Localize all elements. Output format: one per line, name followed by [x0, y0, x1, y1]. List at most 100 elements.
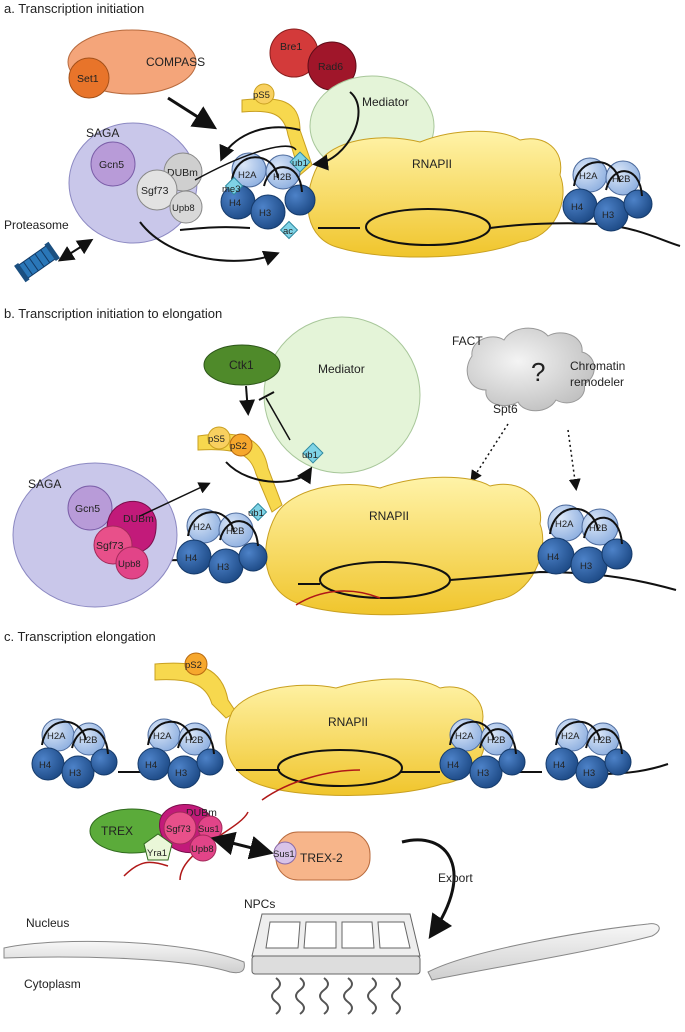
npc-ring [251, 955, 421, 975]
ps5-label-b: pS5 [208, 434, 225, 445]
dna-wrap-a2 [573, 161, 643, 197]
set1-label: Set1 [77, 73, 99, 85]
upb8-subunit-a [169, 190, 203, 224]
h2b-label-a1: H2B [273, 172, 291, 183]
h3-core-c4 [575, 755, 609, 789]
ps5-mark-a [253, 83, 275, 105]
dna-wrap-c4 [555, 720, 623, 755]
h2b-label-c4: H2B [593, 735, 611, 746]
ctd-tail-a [241, 98, 313, 176]
dna-wrap-c3 [449, 720, 517, 755]
ps2-label-c: pS2 [185, 660, 202, 671]
mediator-label-a: Mediator [362, 95, 409, 109]
remodeler-dashed-arrow-1 [470, 423, 509, 483]
h3-label-c1: H3 [69, 768, 81, 779]
h3-label-a1: H3 [259, 208, 271, 219]
h4-label-c2: H4 [145, 760, 157, 771]
nucleosome-c1: H2A H2B H4 H3 [31, 718, 118, 789]
h3-core-c1b [90, 748, 118, 776]
rnapii-label-a: RNAPII [412, 157, 452, 171]
npc-pore [251, 913, 421, 1015]
proteasome-label: Proteasome [4, 218, 69, 232]
proteasome-icon [14, 241, 60, 283]
gcn5-label-b: Gcn5 [75, 503, 100, 515]
compass-label: COMPASS [146, 55, 205, 69]
h4-label-c1: H4 [39, 760, 51, 771]
h2b-label-b2: H2B [589, 523, 607, 534]
ub1-mark-b-nuc [248, 502, 268, 522]
ps5-mark-b [207, 426, 231, 450]
ps2-mark-b [229, 433, 253, 457]
yra1-adaptor [143, 833, 173, 861]
h3-core-b1b [238, 542, 268, 572]
h2a-label-b1: H2A [193, 522, 212, 533]
h2a-label-c4: H2A [561, 731, 580, 742]
h3-core-b2b [601, 538, 633, 570]
dna-wrap-c1 [41, 720, 109, 755]
h2b-label-c3: H2B [487, 735, 505, 746]
compass-to-h3-arrow [167, 96, 218, 130]
npc-channel-3 [341, 921, 375, 949]
ps5-label-a: pS5 [253, 90, 270, 101]
npc-filament-6 [391, 977, 401, 1015]
ctk1-to-ps2-arrow [239, 385, 256, 416]
nascent-rna-trex [123, 861, 169, 877]
remodeler-dashed-arrow-2 [567, 429, 581, 491]
yra1-label: Yra1 [147, 848, 167, 859]
ub1-inhibit-ctk1 [265, 397, 291, 441]
bre1-label: Bre1 [280, 41, 302, 53]
panel-a-title: a. Transcription initiation [4, 1, 144, 16]
dubm-label-a: DUBm [167, 167, 198, 179]
upb8-label-a: Upb8 [172, 203, 195, 214]
upb8-subunit-b [115, 546, 149, 580]
npc-filament-3 [319, 977, 329, 1015]
npc-filament-5 [367, 977, 377, 1015]
h3-core-c2 [167, 755, 201, 789]
h2a-label-b2: H2A [555, 519, 574, 530]
nucleosome-c2: H2A H2B H4 H3 [137, 718, 224, 789]
h4-label-b2: H4 [547, 552, 559, 563]
rad6-label: Rad6 [318, 61, 343, 73]
dubm-to-ub1-inhibit [194, 145, 297, 181]
nucleosome-b-right: H2A H2B H4 H3 [537, 504, 633, 584]
h4-label-c3: H4 [447, 760, 459, 771]
transcription-bubble-c [277, 749, 403, 787]
ub1-label-b-top: ub1 [302, 450, 318, 461]
rnapii-polymerase-c [225, 678, 486, 796]
nucleosome-b-left: H2A H2B H4 H3 ub1 [176, 502, 268, 584]
h3-label-c3: H3 [477, 768, 489, 779]
ps2-mark-c [184, 652, 208, 676]
gcn5-subunit-a [90, 141, 136, 187]
me3-mark-a [224, 176, 244, 196]
panel-b: b. Transcription initiation to elongatio… [4, 306, 677, 616]
h3-core-a2b [623, 189, 653, 219]
nuclear-envelope-left [3, 940, 245, 974]
me3-label-a: me3 [222, 184, 240, 195]
nascent-rna-b [295, 590, 381, 606]
h3-label-b1: H3 [217, 562, 229, 573]
nuclear-envelope-right [427, 923, 660, 981]
dubm-label-b: DUBm [123, 513, 154, 525]
ub1-mark-a [289, 151, 311, 173]
h3-core-c3 [469, 755, 503, 789]
set1-subunit [68, 57, 110, 99]
saga-to-ctd-arrow [139, 482, 211, 517]
h2a-label-a2: H2A [579, 171, 598, 182]
trex-label: TREX [101, 824, 133, 838]
panel-c: c. Transcription elongation pS2 RNAPII H… [3, 629, 669, 1015]
mediator-complex-b [263, 316, 421, 474]
h2a-label-c1: H2A [47, 731, 66, 742]
rnapii-label-c: RNAPII [328, 715, 368, 729]
ctd-tail-b [197, 433, 283, 513]
h2a-label-a1: H2A [238, 170, 257, 181]
h3-core-c4b [604, 748, 632, 776]
sgf73-subunit-c [163, 811, 197, 845]
h2b-label-c2: H2B [185, 735, 203, 746]
mediator-label-b: Mediator [318, 362, 365, 376]
upb8-label-b: Upb8 [118, 559, 141, 570]
ub1-label-a: ub1 [292, 158, 308, 169]
proteasome-saga-arrow [57, 238, 94, 262]
h3-label-b2: H3 [580, 561, 592, 572]
nucleosome-c4: H2A H2B H4 H3 [545, 718, 632, 789]
